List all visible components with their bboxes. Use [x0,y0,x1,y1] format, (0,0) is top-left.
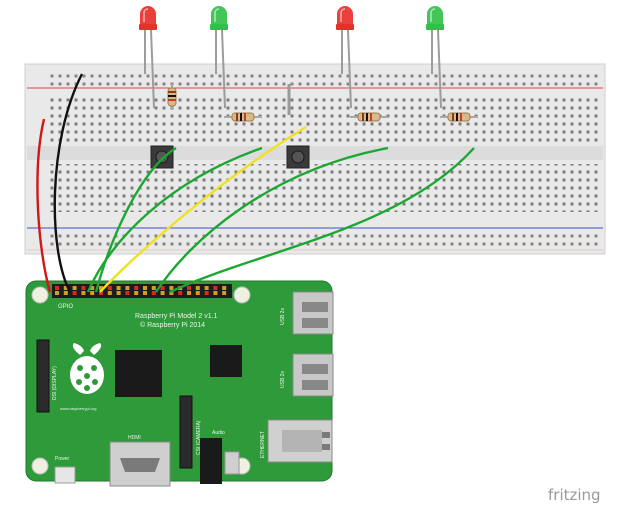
hdmi-port [109,441,171,487]
gpio-pin [222,291,227,295]
gpio-pin [72,286,77,290]
raspberry-pi-board: GPIO Raspberry Pi Model 2 v1.1 © Raspber… [25,280,334,487]
usb-label-1: USB 2x [280,308,286,325]
gpio-pin [125,286,130,290]
gpio-pin [107,286,112,290]
gpio-pin [169,291,174,295]
hdmi-label: HDMI [128,435,141,441]
gpio-pin [169,286,174,290]
camera-connector [179,395,193,469]
gpio-pin [151,291,156,295]
display-label: DSI (DISPLAY) [52,366,58,400]
resistor-1 [167,84,177,110]
gpio-pin [63,291,68,295]
mount-hole [31,457,49,475]
led-green-4 [426,6,444,109]
audio-jack [200,438,240,484]
gpio-pin [90,291,95,295]
wire-signal-1 [86,146,263,293]
wire-signal-2 [154,146,389,293]
gpio-pin [178,291,183,295]
gpio-pin [187,291,191,295]
gpio-pin [134,291,139,295]
push-button-1 [150,145,174,169]
center-channel [27,146,603,160]
usb-label-2: USB 2x [280,371,286,388]
wire-button-yellow [99,125,307,293]
gpio-pin [55,291,59,295]
gpio-pin [204,291,209,295]
gpio-pin [72,291,77,295]
wire-signal-4 [94,146,177,293]
gpio-pin [116,291,121,295]
ethernet-port [267,419,333,463]
led-green-2 [210,6,228,109]
led-red-3 [336,6,354,109]
push-button-2 [286,145,310,169]
mount-hole [233,286,251,304]
resistor-2 [224,112,262,122]
display-connector [36,339,50,413]
resistors-group [167,84,478,122]
gpio-pin [107,291,112,295]
soc-chip [115,350,162,397]
audio-label: Audio [212,430,225,436]
gpio-pin [125,291,130,295]
gpio-pin [195,286,200,290]
gpio-pin [63,286,68,290]
gpio-pin [134,286,139,290]
mount-hole [31,286,49,304]
raspberry-logo [70,343,104,394]
gpio-pin [81,286,86,290]
gpio-label: GPIO [58,304,73,310]
gpio-pin [222,286,227,290]
usb-port-1 [292,291,334,335]
gpio-pin [213,286,218,290]
gpio-pin [151,286,156,290]
gpio-pin [204,286,209,290]
wire-power-red [36,118,52,293]
camera-label: CSI (CAMERA) [196,420,202,455]
wires-group [36,73,475,294]
led-red-1 [139,6,157,109]
leds-group [139,6,444,109]
bottom-power-rail [50,230,600,246]
resistor-3 [350,112,388,122]
gpio-pin [81,291,86,295]
gpio-pin [55,286,59,290]
gpio-pin [143,286,147,290]
usb-port-2 [292,353,334,397]
top-terminal-strip [50,94,600,142]
fritzing-watermark: fritzing [548,486,601,504]
gpio-pin [160,286,165,290]
gpio-pin [187,286,191,290]
gpio-pin [99,291,103,295]
model-label: Raspberry Pi Model 2 v1.1 [135,313,218,320]
ethernet-label: ETHERNET [260,431,266,458]
gpio-pin [90,286,95,290]
copyright-label: © Raspberry Pi 2014 [140,321,205,329]
resistor-4 [440,112,478,122]
power-label: Power [55,456,70,462]
wire-ground-black [53,73,84,293]
gpio-pin [143,291,147,295]
breadboard [24,63,606,255]
gpio-pin [195,291,200,295]
power-port [54,466,76,484]
bottom-terminal-strip [50,164,600,212]
wire-signal-3 [169,147,475,294]
gpio-pin [213,291,218,295]
ethernet-chip [210,345,242,377]
url-label: www.raspberrypi.org [60,406,96,411]
gpio-pin [99,286,103,290]
gpio-pin [116,286,121,290]
top-power-rail [50,70,600,86]
gpio-pin [160,291,165,295]
